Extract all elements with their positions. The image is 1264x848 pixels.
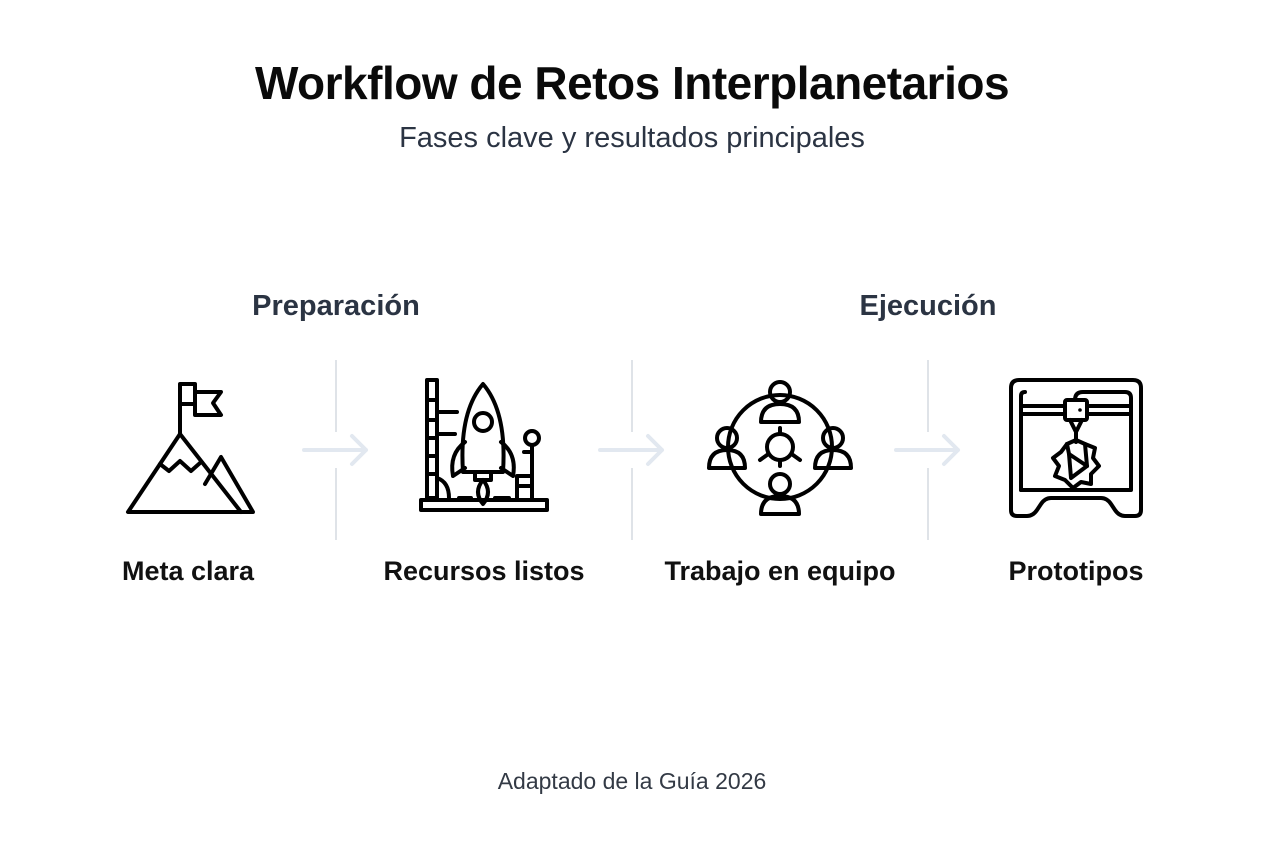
divider-1-top — [335, 360, 337, 432]
divider-3-top — [927, 360, 929, 432]
step-label: Trabajo en equipo — [664, 556, 896, 586]
step-label: Prototipos — [1008, 556, 1144, 586]
mountain-flag-icon — [126, 382, 255, 514]
step-meta-clara: Meta clara — [40, 372, 336, 587]
rocket-launchpad-icon — [419, 378, 549, 512]
phase-label-preparacion: Preparación — [252, 290, 420, 322]
step-prototipos: Prototipos — [928, 372, 1224, 587]
diagram-subtitle: Fases clave y resultados principales — [399, 122, 865, 154]
3d-printer-icon — [1009, 378, 1143, 518]
step-recursos-listos: Recursos listos — [336, 372, 632, 587]
diagram-title: Workflow de Retos Interplanetarios — [254, 57, 1010, 109]
divider-2-top — [631, 360, 633, 432]
step-label: Recursos listos — [383, 556, 585, 586]
source-footnote: Adaptado de la Guía 2026 — [497, 768, 767, 794]
arrow-right-icon — [302, 434, 368, 466]
step-trabajo-en-equipo: Trabajo en equipo — [632, 372, 928, 587]
phase-label-ejecucion: Ejecución — [859, 290, 997, 322]
divider-3-bottom — [927, 468, 929, 540]
arrow-right-icon — [894, 434, 960, 466]
team-network-icon — [707, 380, 853, 516]
arrow-right-icon — [598, 434, 664, 466]
step-label: Meta clara — [121, 556, 255, 586]
divider-1-bottom — [335, 468, 337, 540]
divider-2-bottom — [631, 468, 633, 540]
